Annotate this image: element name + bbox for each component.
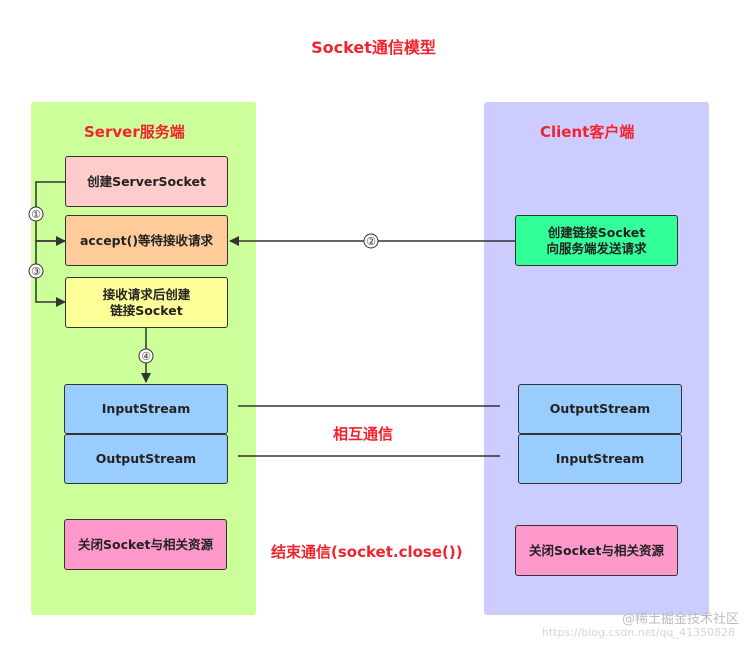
accept-box: accept()等待接收请求	[65, 215, 228, 266]
server-outputstream-box: OutputStream	[64, 434, 228, 484]
create-link-socket-box: 接收请求后创建 链接Socket	[65, 277, 228, 328]
client-request-box: 创建链接Socket 向服务端发送请求	[515, 215, 678, 266]
end-communication-label: 结束通信(socket.close())	[271, 543, 463, 561]
client-title: Client客户端	[540, 123, 635, 141]
create-serversocket-box: 创建ServerSocket	[65, 156, 228, 207]
mutual-communication-label: 相互通信	[333, 425, 394, 443]
server-title: Server服务端	[84, 123, 185, 141]
client-outputstream-box: OutputStream	[518, 384, 682, 434]
step4-label: ④	[141, 350, 151, 363]
step2-label: ②	[366, 235, 376, 248]
diagram-title: Socket通信模型	[311, 38, 436, 57]
step1-label: ①	[31, 208, 41, 221]
watermark: @稀土掘金技术社区	[621, 612, 739, 627]
server-close-box: 关闭Socket与相关资源	[64, 519, 227, 570]
step3-label: ③	[31, 265, 41, 278]
client-close-box: 关闭Socket与相关资源	[515, 525, 678, 576]
source-url: https://blog.csdn.net/qq_41350828	[541, 626, 735, 639]
server-inputstream-box: InputStream	[64, 384, 228, 434]
client-inputstream-box: InputStream	[518, 434, 682, 484]
